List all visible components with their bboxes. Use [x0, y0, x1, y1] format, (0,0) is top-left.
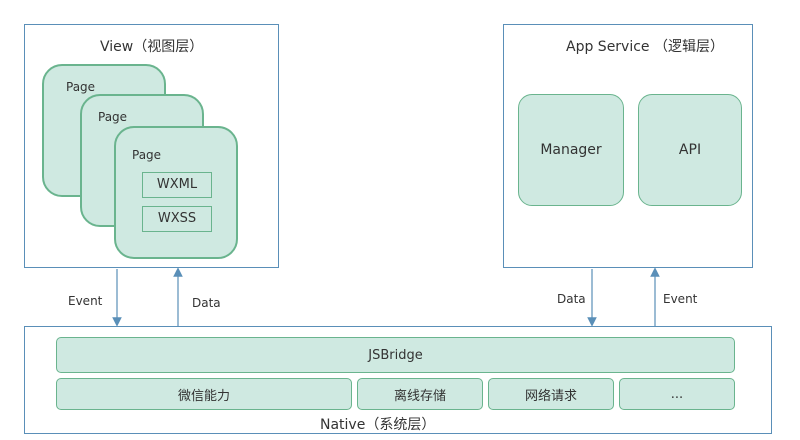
page-card-3: Page WXML WXSS	[114, 126, 238, 259]
app-service-panel-title: App Service （逻辑层）	[566, 39, 724, 55]
module-offline-storage: 离线存储	[357, 378, 483, 410]
app-data-label: Data	[557, 292, 586, 306]
module-wechat-capability-label: 微信能力	[177, 388, 230, 404]
module-more: ...	[619, 378, 735, 410]
view-event-label: Event	[68, 294, 103, 308]
native-panel-title: Native（系统层）	[320, 417, 436, 433]
view-data-label: Data	[192, 296, 221, 310]
app-event-label: Event	[663, 292, 698, 306]
module-more-label: ...	[670, 386, 684, 402]
module-wechat-capability: 微信能力	[56, 378, 352, 410]
api-box-label: API	[678, 142, 702, 158]
jsbridge-label: JSBridge	[368, 347, 423, 363]
page-card-3-label: Page	[132, 148, 162, 162]
jsbridge-bar: JSBridge	[56, 337, 735, 373]
view-panel-title: View（视图层）	[100, 39, 204, 55]
manager-box-label: Manager	[540, 142, 602, 158]
module-network-request: 网络请求	[488, 378, 614, 410]
manager-box: Manager	[518, 94, 624, 206]
wxml-tag: WXML	[142, 172, 212, 198]
page-card-1-label: Page	[66, 80, 96, 94]
module-offline-storage-label: 离线存储	[393, 388, 446, 404]
module-network-request-label: 网络请求	[524, 388, 577, 404]
page-card-2-label: Page	[98, 110, 128, 124]
wxss-tag: WXSS	[142, 206, 212, 232]
api-box: API	[638, 94, 742, 206]
